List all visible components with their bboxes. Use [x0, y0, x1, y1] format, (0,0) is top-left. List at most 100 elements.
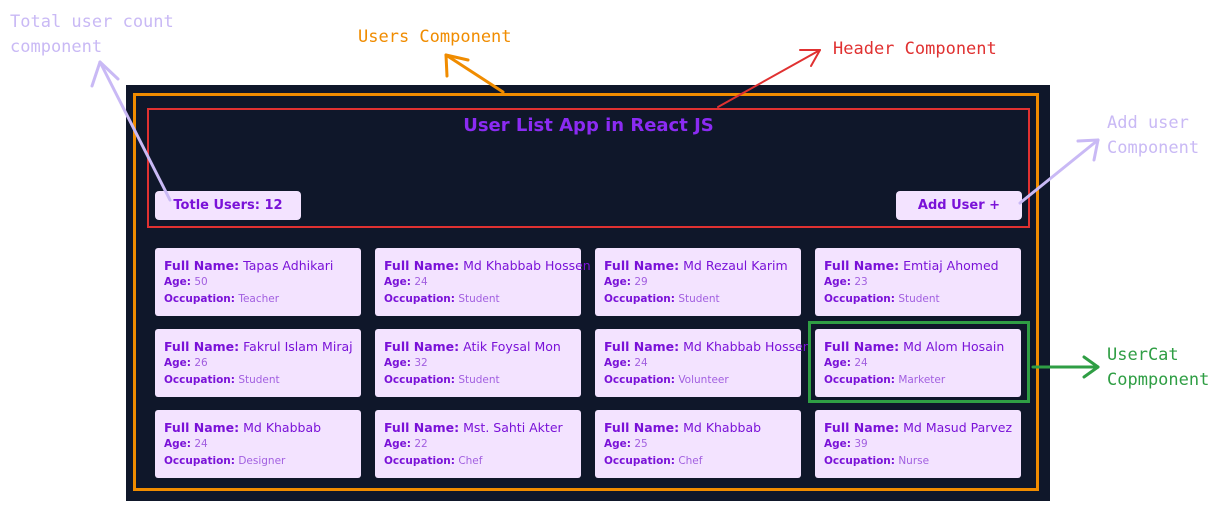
user-card-age-label: Age: [164, 438, 191, 450]
user-card-occupation-value: Marketer [898, 374, 946, 386]
user-card-age: Age: 39 [824, 436, 1021, 453]
annotation-users-component: Users Component [358, 27, 512, 47]
user-card-age-label: Age: [824, 357, 851, 369]
user-card-age: Age: 24 [604, 355, 801, 372]
user-card-age-value: 32 [414, 357, 428, 369]
user-card-age-value: 24 [854, 357, 868, 369]
user-card-full-name-value: Md Khabbab Hossen [683, 339, 811, 354]
user-card-full-name-label: Full Name: [604, 258, 680, 273]
user-card-occupation-value: Chef [458, 455, 483, 467]
user-card-occupation-value: Student [458, 293, 500, 305]
user-card-age-value: 25 [634, 438, 648, 450]
user-card-full-name-label: Full Name: [824, 339, 900, 354]
user-card-occupation-label: Occupation: [164, 293, 235, 305]
user-card-full-name: Full Name: Atik Foysal Mon [384, 338, 581, 355]
user-card-age-value: 50 [194, 276, 208, 288]
user-card-full-name-label: Full Name: [164, 420, 240, 435]
user-card-full-name: Full Name: Md Alom Hosain [824, 338, 1021, 355]
user-card-occupation: Occupation: Volunteer [604, 372, 801, 389]
user-card-occupation-value: Student [458, 374, 500, 386]
user-card-age-label: Age: [384, 357, 411, 369]
user-card-age: Age: 26 [164, 355, 361, 372]
user-card-full-name: Full Name: Md Khabbab Hossen [384, 257, 591, 274]
user-card-age-label: Age: [824, 438, 851, 450]
user-card-age-label: Age: [384, 438, 411, 450]
user-card-full-name-value: Md Masud Parvez [903, 420, 1013, 435]
user-card-age: Age: 23 [824, 274, 1021, 291]
user-card-age-value: 29 [634, 276, 648, 288]
user-card-full-name-value: Tapas Adhikari [243, 258, 334, 273]
user-card-age-label: Age: [604, 357, 631, 369]
user-card-age-value: 26 [194, 357, 208, 369]
user-card-full-name-label: Full Name: [164, 339, 240, 354]
user-card-occupation: Occupation: Student [164, 372, 361, 389]
user-card-full-name: Full Name: Tapas Adhikari [164, 257, 361, 274]
user-card-full-name-label: Full Name: [384, 339, 460, 354]
users-component-frame [133, 93, 1039, 491]
user-card-age-value: 24 [414, 276, 428, 288]
user-card-full-name-label: Full Name: [824, 420, 900, 435]
user-card-full-name-label: Full Name: [824, 258, 900, 273]
user-card-occupation-value: Student [238, 374, 280, 386]
user-card-age: Age: 24 [164, 436, 361, 453]
user-card-full-name-label: Full Name: [384, 420, 460, 435]
app-title: User List App in React JS [463, 115, 714, 136]
user-card-occupation: Occupation: Student [384, 291, 581, 308]
user-card-age-label: Age: [604, 276, 631, 288]
user-card-full-name-label: Full Name: [604, 339, 680, 354]
user-card-occupation-value: Student [898, 293, 940, 305]
user-card-full-name: Full Name: Emtiaj Ahomed [824, 257, 1021, 274]
user-card-age-label: Age: [164, 276, 191, 288]
user-card-age: Age: 29 [604, 274, 801, 291]
user-card-full-name-value: Mst. Sahti Akter [463, 420, 563, 435]
user-card-occupation: Occupation: Chef [604, 453, 801, 470]
user-card-age: Age: 25 [604, 436, 801, 453]
user-card-age: Age: 50 [164, 274, 361, 291]
user-card-occupation-label: Occupation: [604, 293, 675, 305]
user-card-full-name-value: Md Alom Hosain [903, 339, 1005, 354]
user-card-full-name-value: Md Khabbab [243, 420, 322, 435]
user-card-age: Age: 32 [384, 355, 581, 372]
user-card-occupation-value: Teacher [238, 293, 280, 305]
user-card-occupation-label: Occupation: [164, 374, 235, 386]
user-card-occupation-label: Occupation: [824, 293, 895, 305]
user-card-occupation-value: Chef [678, 455, 703, 467]
user-card-age: Age: 22 [384, 436, 581, 453]
user-card-occupation-value: Student [678, 293, 720, 305]
user-card-occupation-value: Designer [238, 455, 286, 467]
user-card-full-name: Full Name: Mst. Sahti Akter [384, 419, 581, 436]
user-card-occupation-label: Occupation: [164, 455, 235, 467]
user-card-full-name-value: Md Khabbab Hossen [463, 258, 591, 273]
user-card-age-value: 23 [854, 276, 868, 288]
user-card-age-label: Age: [604, 438, 631, 450]
user-card-occupation: Occupation: Student [604, 291, 801, 308]
add-user-button[interactable]: Add User + [896, 191, 1022, 220]
user-card-occupation: Occupation: Marketer [824, 372, 1021, 389]
user-card-full-name-value: Fakrul Islam Miraj [243, 339, 353, 354]
user-card-occupation: Occupation: Teacher [164, 291, 361, 308]
user-card-occupation-value: Volunteer [678, 374, 729, 386]
user-card-full-name-label: Full Name: [384, 258, 460, 273]
user-card-full-name: Full Name: Fakrul Islam Miraj [164, 338, 361, 355]
user-card-full-name: Full Name: Md Masud Parvez [824, 419, 1021, 436]
annotation-header-component: Header Component [833, 39, 997, 59]
user-card-occupation-label: Occupation: [604, 374, 675, 386]
user-card-age-value: 22 [414, 438, 428, 450]
user-card-age: Age: 24 [384, 274, 581, 291]
user-card-occupation-label: Occupation: [384, 455, 455, 467]
user-card-full-name: Full Name: Md Khabbab Hossen [604, 338, 811, 355]
annotation-total-user-count: Total user count component [10, 12, 174, 57]
user-card-age-value: 24 [634, 357, 648, 369]
user-card-age-label: Age: [824, 276, 851, 288]
